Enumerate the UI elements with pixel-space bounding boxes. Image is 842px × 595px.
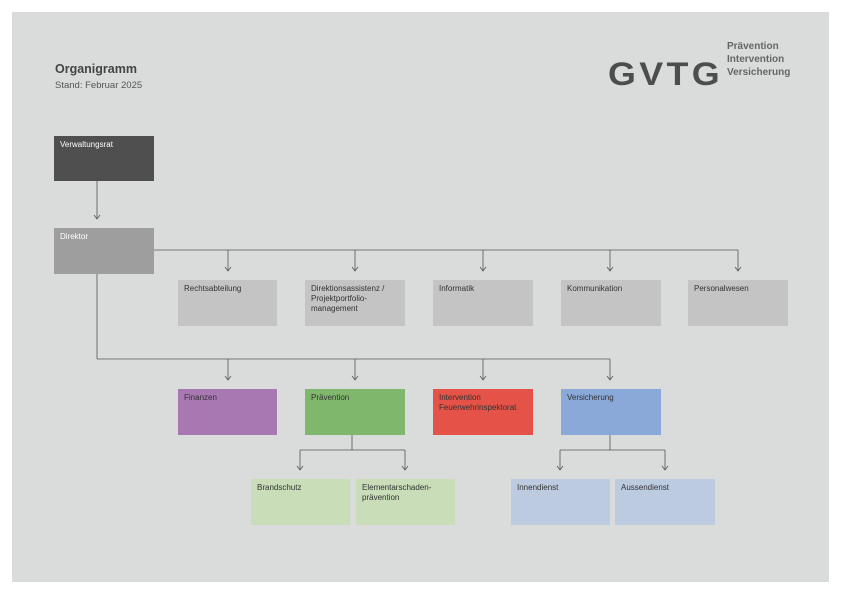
page-title: Organigramm (55, 62, 137, 76)
box-label: Direktor (60, 232, 89, 241)
box-aussendienst: Aussendienst (615, 479, 715, 525)
box-label: Aussendienst (621, 483, 670, 492)
box-direktor: Direktor (54, 228, 154, 274)
box-informatik: Informatik (433, 280, 533, 326)
box-brandschutz: Brandschutz (251, 479, 350, 525)
box-label: Versicherung (567, 393, 614, 402)
box-versicherung: Versicherung (561, 389, 661, 435)
box-label: Intervention Feuerwehrinspektorat (439, 393, 517, 412)
box-intervention: Intervention Feuerwehrinspektorat (433, 389, 533, 435)
box-elementarschadenpraevention: Elementarschaden-prävention (356, 479, 455, 525)
logo-tagline-praevention: Prävention (727, 41, 779, 52)
box-direktionsassistenz: Direktionsassistenz / Projektportfolio-m… (305, 280, 405, 326)
box-label: Direktionsassistenz / Projektportfolio-m… (311, 284, 385, 313)
box-label: Elementarschaden-prävention (362, 483, 432, 502)
box-label: Kommunikation (567, 284, 623, 293)
box-praevention: Prävention (305, 389, 405, 435)
box-kommunikation: Kommunikation (561, 280, 661, 326)
box-rechtsabteilung: Rechtsabteilung (178, 280, 277, 326)
box-label: Brandschutz (257, 483, 302, 492)
box-label: Finanzen (184, 393, 217, 402)
gvtg-logo: GVTG (608, 56, 723, 92)
box-innendienst: Innendienst (511, 479, 610, 525)
box-label: Prävention (311, 393, 350, 402)
box-label: Informatik (439, 284, 475, 293)
box-label: Personalwesen (694, 284, 749, 293)
box-label: Verwaltungsrat (60, 140, 113, 149)
box-verwaltungsrat: Verwaltungsrat (54, 136, 154, 181)
logo-tagline-intervention: Intervention (727, 54, 785, 65)
box-finanzen: Finanzen (178, 389, 277, 435)
box-label: Rechtsabteilung (184, 284, 242, 293)
box-label: Innendienst (517, 483, 559, 492)
logo-tagline-versicherung: Versicherung (727, 67, 791, 78)
page-subtitle: Stand: Februar 2025 (55, 80, 143, 91)
box-personalwesen: Personalwesen (688, 280, 788, 326)
